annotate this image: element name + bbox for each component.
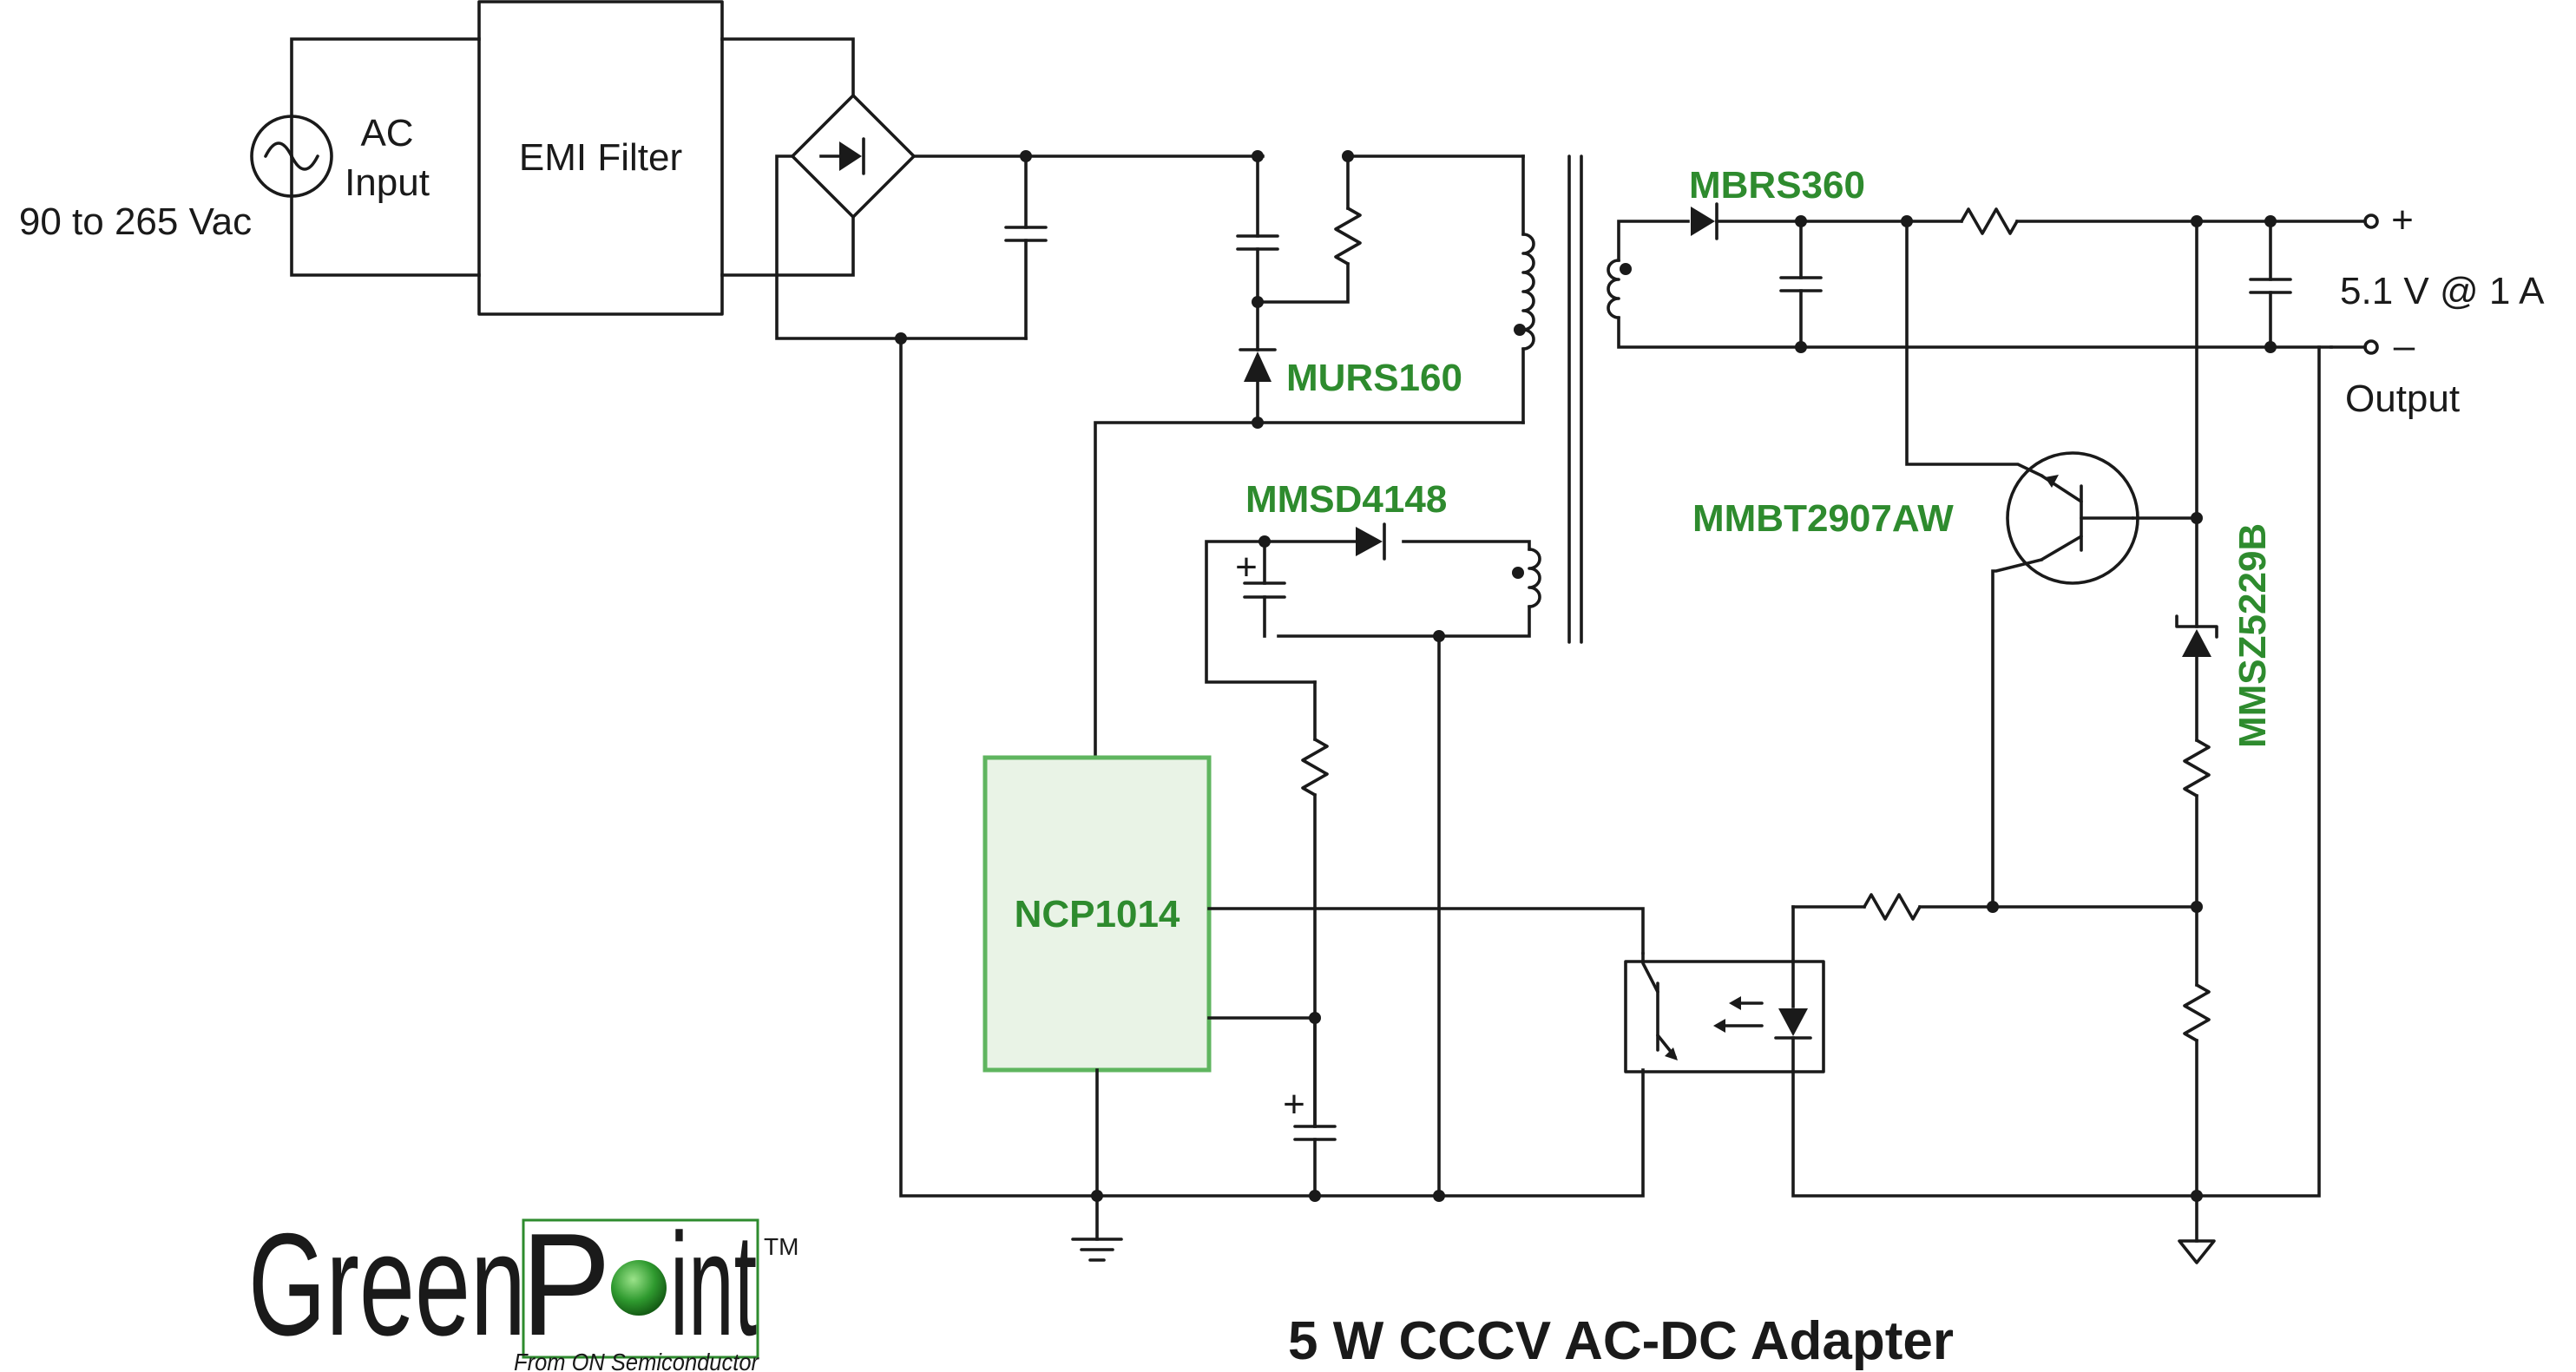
- output-label: Output: [2345, 377, 2460, 420]
- input-range-label: 90 to 265 Vac: [19, 200, 252, 243]
- logo-text-green: Green: [248, 1203, 526, 1366]
- logo-text-int: int: [670, 1203, 757, 1366]
- ncp1014-controller: [982, 755, 1212, 1073]
- rcd-clamp: [1236, 150, 1525, 429]
- aux-diode-label: MMSD4148: [1245, 478, 1447, 521]
- auxiliary-supply: +: [1205, 522, 1541, 1198]
- diagram-title: 5 W CCCV AC-DC Adapter: [1288, 1311, 1954, 1371]
- emi-filter-label: EMI Filter: [519, 136, 682, 179]
- zener-divider: [1791, 220, 2321, 1264]
- optocoupler: [1624, 905, 2198, 1198]
- transistor-label: MMBT2907AW: [1692, 497, 1954, 540]
- emi-filter-block: [477, 0, 724, 316]
- primary-winding: [1514, 154, 1535, 424]
- ac-input-label-1: AC: [360, 112, 413, 154]
- output-diode-label: MBRS360: [1689, 164, 1865, 207]
- secondary-winding: [1607, 202, 2379, 355]
- logo-dot-icon: [611, 1260, 667, 1316]
- greenpoint-logo: Green P int TM From ON Semiconductor: [248, 1203, 798, 1372]
- output-voltage-label: 5.1 V @ 1 A: [2340, 270, 2545, 312]
- drain-net: [1094, 421, 1525, 759]
- logo-tm: TM: [764, 1233, 798, 1260]
- transformer-core: [1567, 154, 1583, 644]
- ac-source: [250, 37, 481, 277]
- zener-label: MMSZ5229B: [2231, 523, 2274, 748]
- output-minus-label: –: [2394, 325, 2415, 367]
- ac-input-label-2: Input: [345, 161, 430, 204]
- aux-cap-plus: +: [1235, 546, 1258, 588]
- logo-text-p: P: [521, 1203, 611, 1366]
- vcc-cap-plus: +: [1283, 1083, 1305, 1126]
- output-plus-label: +: [2391, 199, 2414, 241]
- controller-label: NCP1014: [1015, 893, 1180, 935]
- controller-nets: +: [895, 332, 1645, 1262]
- bridge-rectifier: [720, 37, 1265, 340]
- pnp-transistor: [1905, 220, 2203, 909]
- clamp-diode-label: MURS160: [1286, 357, 1462, 399]
- logo-tagline: From ON Semiconductor: [514, 1349, 760, 1372]
- bulk-capacitor: [1004, 150, 1048, 340]
